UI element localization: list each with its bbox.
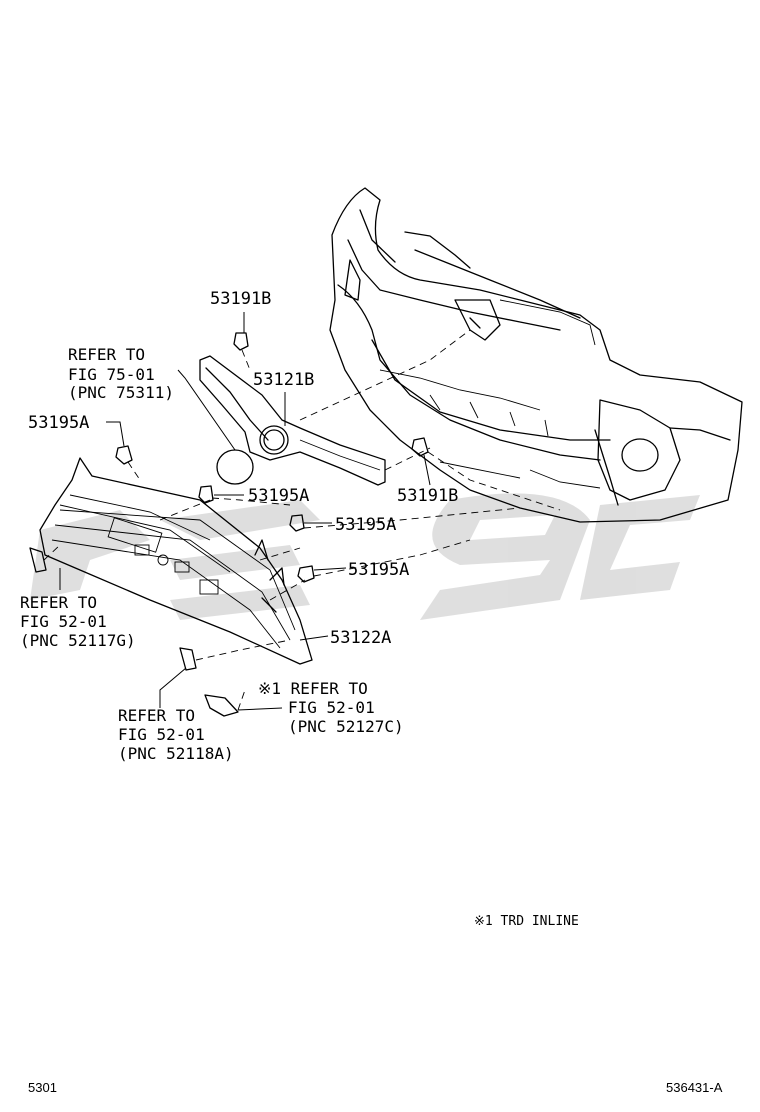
front-bumper	[329, 187, 743, 523]
svg-text:FIG 75-01: FIG 75-01	[68, 365, 155, 384]
clip-53191b-top	[233, 332, 249, 351]
upper-grille-53121b	[199, 355, 386, 486]
label-53195a-r1: 53195A	[335, 515, 396, 535]
footer-illustration-id: 536431-A	[666, 1080, 723, 1095]
label-53121b: 53121B	[253, 370, 314, 390]
footer-page-code: 5301	[28, 1080, 57, 1095]
svg-text:REFER TO: REFER TO	[118, 706, 195, 725]
clip-53195a-r2	[297, 565, 315, 583]
svg-text:※1 REFER TO: ※1 REFER TO	[258, 679, 368, 698]
clip-53195a-mid	[198, 485, 214, 504]
label-53191b-top: 53191B	[210, 289, 271, 309]
bracket-52118a	[179, 647, 197, 671]
watermark-logo	[30, 493, 700, 620]
clip-53191b-right	[411, 437, 429, 457]
bracket-52127c	[204, 694, 239, 717]
svg-text:REFER TO: REFER TO	[68, 345, 145, 364]
clip-53195a-left	[115, 445, 133, 465]
svg-text:(PNC 52127C): (PNC 52127C)	[288, 717, 404, 736]
svg-text:FIG 52-01: FIG 52-01	[118, 725, 205, 744]
label-53195a-left: 53195A	[28, 413, 89, 433]
svg-text:REFER TO: REFER TO	[20, 593, 97, 612]
lower-grille-53122a	[39, 457, 313, 665]
svg-text:(PNC 52117G): (PNC 52117G)	[20, 631, 136, 650]
label-53195a-mid: 53195A	[248, 486, 309, 506]
trd-inline-note: ※1 TRD INLINE	[474, 914, 579, 929]
clip-53195a-r1	[289, 514, 305, 532]
bracket-52117g	[29, 547, 47, 573]
label-53122a: 53122A	[330, 628, 391, 648]
emblem-part	[216, 449, 254, 485]
ref-fig52-g: REFER TO FIG 52-01 (PNC 52117G)	[20, 593, 136, 650]
ref-fig52-c: ※1 REFER TO FIG 52-01 (PNC 52127C)	[258, 679, 404, 736]
svg-text:FIG 52-01: FIG 52-01	[20, 612, 107, 631]
label-53191b-right: 53191B	[397, 486, 458, 506]
leader-lines	[59, 312, 431, 711]
svg-text:(PNC 52118A): (PNC 52118A)	[118, 744, 234, 763]
ref-fig75: REFER TO FIG 75-01 (PNC 75311)	[68, 345, 174, 402]
assembly-lines	[43, 329, 561, 711]
svg-text:FIG 52-01: FIG 52-01	[288, 698, 375, 717]
ref-fig52-a: REFER TO FIG 52-01 (PNC 52118A)	[118, 706, 234, 763]
label-53195a-r2: 53195A	[348, 560, 409, 580]
svg-text:(PNC 75311): (PNC 75311)	[68, 383, 174, 402]
